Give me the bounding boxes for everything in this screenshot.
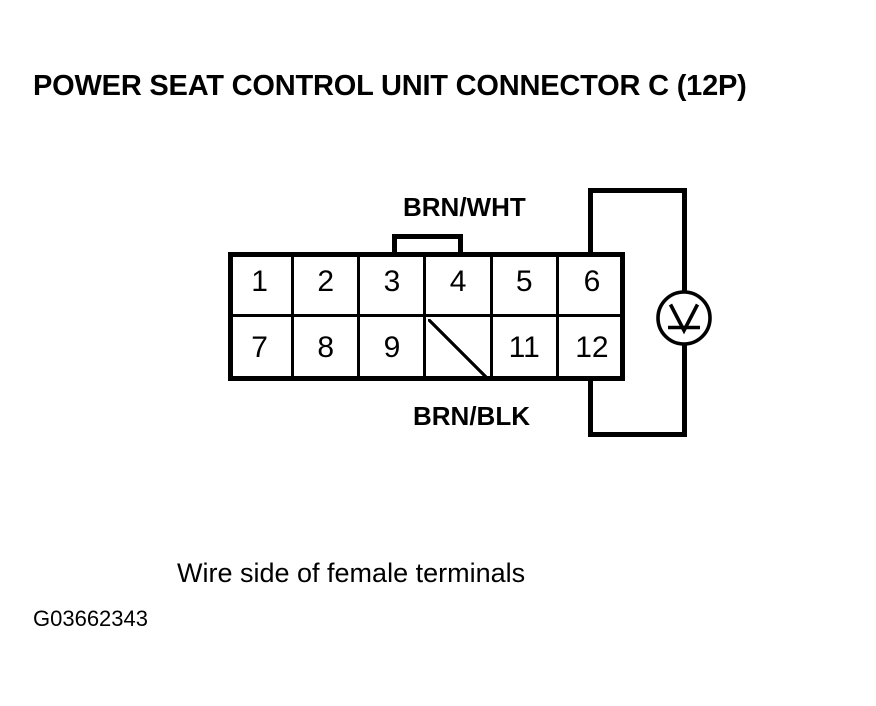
- connector-cell-2: 2: [294, 252, 361, 317]
- connector-cell-9: 9: [360, 316, 427, 381]
- wire-meter-lead-lower: [682, 344, 687, 437]
- connector-cell-1: 1: [228, 252, 295, 317]
- pin-number: 5: [515, 264, 533, 298]
- pin-number: 8: [317, 330, 335, 364]
- pin-number: 4: [449, 264, 467, 298]
- connector-cell-5: 5: [492, 252, 559, 317]
- wire-bottom-horizontal: [588, 432, 687, 437]
- pin-number: 2: [317, 264, 335, 298]
- pin-number: 1: [251, 264, 268, 298]
- pin-number: 12: [575, 330, 609, 364]
- connector-cell-10-unused: 10: [426, 316, 493, 381]
- wire-top-horizontal: [588, 188, 687, 193]
- pin-number: 3: [383, 264, 401, 298]
- connector-cell-11: 11: [493, 316, 559, 381]
- pin-number: 11: [508, 330, 540, 364]
- connector-cell-3: 3: [360, 252, 427, 317]
- pin-number: 7: [251, 330, 268, 364]
- wire-top-vertical: [588, 188, 593, 254]
- page-title: POWER SEAT CONTROL UNIT CONNECTOR C (12P…: [33, 70, 747, 102]
- wire-bottom-vertical: [588, 379, 593, 437]
- voltmeter-icon: [655, 289, 713, 347]
- connector-cell-12: 12: [559, 317, 625, 382]
- wire-meter-lead-upper: [682, 188, 687, 291]
- connector-cell-8: 8: [294, 316, 361, 381]
- connector-cell-4: 4: [426, 252, 493, 317]
- figure-caption: Wire side of female terminals: [177, 558, 526, 588]
- connector-grid: 1 2 3 4 5 6 7 8 9 10 11 12: [228, 252, 625, 381]
- pin-number: 9: [383, 330, 401, 364]
- connector-outline: [228, 252, 625, 381]
- connector-cell-6: 6: [558, 252, 625, 317]
- connector-cell-7: 7: [228, 316, 295, 381]
- figure-id-label: G03662343: [33, 606, 148, 631]
- wire-label-brn-blk: BRN/BLK: [413, 401, 530, 431]
- connector-pinout-block: 1 2 3 4 5 6 7 8 9 10 11 12: [228, 252, 625, 381]
- wire-label-brn-wht: BRN/WHT: [403, 192, 526, 222]
- terminal-bracket: [392, 234, 463, 253]
- pin-number: 6: [583, 264, 601, 298]
